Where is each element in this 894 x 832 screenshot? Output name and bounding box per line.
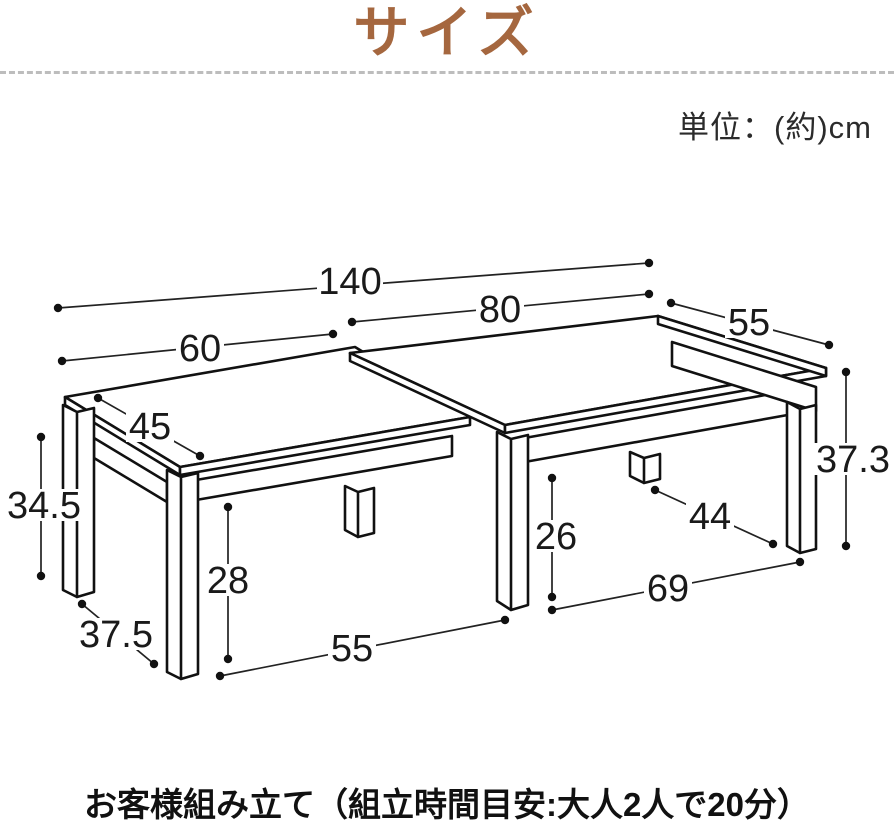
dim-right-width-80: 80 bbox=[347, 289, 654, 331]
dim-left-leg-span-depth-label: 37.5 bbox=[79, 614, 153, 656]
dim-total-width-140: 140 bbox=[53, 258, 654, 313]
right-table-top-right-edge bbox=[656, 314, 828, 378]
dashed-separator bbox=[0, 71, 894, 74]
unit-label: 単位：(約)cm bbox=[678, 110, 872, 145]
dim-left-leg-span-depth-37-5: 37.5 bbox=[76, 599, 159, 669]
dim-left-width-60: 60 bbox=[57, 328, 338, 370]
left-table-front-left-leg bbox=[165, 468, 200, 681]
dim-left-depth-45: 45 bbox=[93, 393, 205, 461]
dim-right-height-label: 37.3 bbox=[816, 439, 890, 481]
dim-left-width-label: 60 bbox=[179, 328, 221, 370]
dim-total-width-label: 140 bbox=[318, 261, 381, 303]
right-table-front-left-leg bbox=[495, 430, 530, 612]
page-title: サイズ bbox=[353, 1, 541, 64]
right-table-back-left-leg bbox=[343, 484, 376, 539]
dim-left-leg-span-width-label: 55 bbox=[331, 628, 373, 670]
right-table-back-right-leg bbox=[628, 450, 662, 485]
dim-left-underframe-label: 28 bbox=[207, 560, 249, 602]
right-table-right-apron bbox=[670, 340, 818, 413]
dim-right-depth-label: 55 bbox=[728, 302, 770, 344]
dim-right-height-37-3: 37.3 bbox=[813, 367, 893, 551]
dim-left-height-label: 34.5 bbox=[7, 485, 81, 527]
dimension-callouts: 140 80 60 55 45 bbox=[4, 258, 893, 681]
dim-right-leg-span-width-label: 69 bbox=[647, 568, 689, 610]
dim-right-leg-span-depth-44: 44 bbox=[650, 485, 778, 549]
dim-right-underframe-label: 26 bbox=[535, 516, 577, 558]
dim-left-height-34-5: 34.5 bbox=[4, 432, 84, 581]
dim-right-leg-span-width-69: 69 bbox=[547, 557, 805, 615]
dim-left-depth-label: 45 bbox=[129, 406, 171, 448]
dim-right-underframe-26: 26 bbox=[532, 473, 580, 602]
dim-right-depth-55: 55 bbox=[666, 298, 834, 350]
left-table-top-front-edge bbox=[178, 415, 472, 477]
dim-right-width-label: 80 bbox=[479, 289, 521, 331]
dim-right-leg-span-depth-label: 44 bbox=[689, 496, 731, 538]
dim-left-leg-span-width-55: 55 bbox=[215, 615, 510, 681]
dim-left-underframe-28: 28 bbox=[204, 502, 252, 664]
right-table bbox=[343, 314, 828, 612]
assembly-note: お客様組み立て（組立時間目安:大人2人で20分） bbox=[83, 786, 811, 823]
right-table-front-right-leg bbox=[785, 400, 818, 555]
